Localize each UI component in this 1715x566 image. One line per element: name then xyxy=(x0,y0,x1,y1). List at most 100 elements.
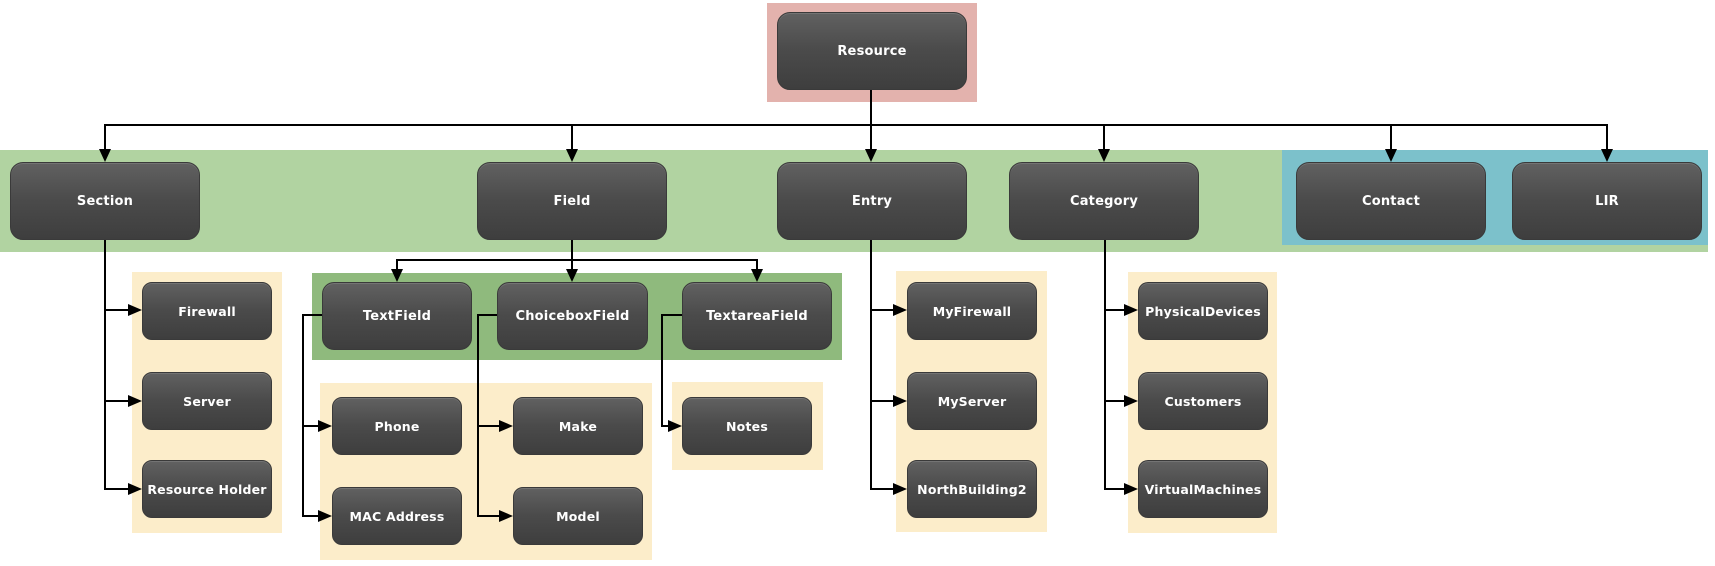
node-label: MyServer xyxy=(937,393,1007,409)
connector-line xyxy=(396,259,758,261)
connector-line xyxy=(571,126,573,150)
node-lir[interactable]: LIR xyxy=(1512,162,1702,240)
connector-line xyxy=(104,124,1608,126)
arrowhead-icon xyxy=(1385,149,1397,162)
arrowhead-icon xyxy=(566,149,578,162)
connector-line xyxy=(870,400,893,402)
node-section[interactable]: Section xyxy=(10,162,200,240)
node-label: MAC Address xyxy=(349,508,445,524)
node-label: Category xyxy=(1069,193,1139,209)
connector-line xyxy=(477,314,497,316)
node-myfirewall[interactable]: MyFirewall xyxy=(907,282,1037,340)
connector-line xyxy=(870,240,872,490)
node-label: ChoiceboxField xyxy=(515,308,630,324)
node-field[interactable]: Field xyxy=(477,162,667,240)
connector-line xyxy=(756,261,758,271)
arrowhead-icon xyxy=(318,510,332,522)
node-label: Firewall xyxy=(178,303,236,319)
node-label: TextField xyxy=(362,308,432,324)
arrowhead-icon xyxy=(499,420,513,432)
node-northbuilding2[interactable]: NorthBuilding2 xyxy=(907,460,1037,518)
arrowhead-icon xyxy=(1601,149,1613,162)
arrowhead-icon xyxy=(865,149,877,162)
connector-line xyxy=(302,314,322,316)
connector-line xyxy=(396,261,398,271)
connector-line xyxy=(1103,126,1105,150)
arrowhead-icon xyxy=(1124,483,1138,495)
node-label: Field xyxy=(553,193,591,209)
node-label: Resource xyxy=(837,43,907,59)
node-label: TextareaField xyxy=(706,308,808,324)
node-label: Customers xyxy=(1164,393,1242,409)
node-firewall[interactable]: Firewall xyxy=(142,282,272,340)
connector-line xyxy=(1606,126,1608,150)
arrowhead-icon xyxy=(499,510,513,522)
arrowhead-icon xyxy=(318,420,332,432)
arrowhead-icon xyxy=(391,269,403,282)
node-label: Contact xyxy=(1361,193,1421,209)
node-category[interactable]: Category xyxy=(1009,162,1199,240)
connector-line xyxy=(661,314,663,427)
connector-line xyxy=(870,488,893,490)
arrowhead-icon xyxy=(1124,304,1138,316)
connector-line xyxy=(870,90,872,126)
arrowhead-icon xyxy=(566,269,578,282)
node-textfield[interactable]: TextField xyxy=(322,282,472,350)
connector-line xyxy=(104,309,128,311)
connector-line xyxy=(870,126,872,150)
connector-line xyxy=(571,261,573,271)
node-label: Phone xyxy=(374,418,420,434)
node-label: Server xyxy=(183,393,231,409)
connector-line xyxy=(1104,240,1106,490)
connector-line xyxy=(477,425,499,427)
node-resource-holder[interactable]: Resource Holder xyxy=(142,460,272,518)
node-label: LIR xyxy=(1595,193,1619,209)
connector-line xyxy=(104,240,106,490)
arrowhead-icon xyxy=(128,304,142,316)
node-virtualmachines[interactable]: VirtualMachines xyxy=(1138,460,1268,518)
node-entry[interactable]: Entry xyxy=(777,162,967,240)
arrowhead-icon xyxy=(128,483,142,495)
arrowhead-icon xyxy=(1124,395,1138,407)
connector-line xyxy=(1104,488,1124,490)
connector-line xyxy=(104,488,128,490)
arrowhead-icon xyxy=(668,420,682,432)
node-mac-address[interactable]: MAC Address xyxy=(332,487,462,545)
connector-line xyxy=(661,314,682,316)
connector-line xyxy=(477,314,479,517)
connector-line xyxy=(1104,309,1124,311)
node-choiceboxfield[interactable]: ChoiceboxField xyxy=(497,282,648,350)
node-label: MyFirewall xyxy=(932,303,1012,319)
arrowhead-icon xyxy=(128,395,142,407)
node-label: PhysicalDevices xyxy=(1145,303,1261,319)
node-label: NorthBuilding2 xyxy=(917,481,1027,497)
node-server[interactable]: Server xyxy=(142,372,272,430)
connector-line xyxy=(1390,126,1392,150)
node-resource[interactable]: Resource xyxy=(777,12,967,90)
node-label: Make xyxy=(558,418,598,434)
connector-line xyxy=(1104,400,1124,402)
node-label: Section xyxy=(76,193,134,209)
node-textareafield[interactable]: TextareaField xyxy=(682,282,832,350)
connector-line xyxy=(571,240,573,260)
node-physicaldevices[interactable]: PhysicalDevices xyxy=(1138,282,1268,340)
node-make[interactable]: Make xyxy=(513,397,643,455)
arrowhead-icon xyxy=(893,395,907,407)
arrowhead-icon xyxy=(99,149,111,162)
node-notes[interactable]: Notes xyxy=(682,397,812,455)
arrowhead-icon xyxy=(1098,149,1110,162)
node-myserver[interactable]: MyServer xyxy=(907,372,1037,430)
node-label: Model xyxy=(556,508,600,524)
node-label: VirtualMachines xyxy=(1144,481,1262,497)
node-model[interactable]: Model xyxy=(513,487,643,545)
connector-line xyxy=(302,425,318,427)
connector-line xyxy=(870,309,893,311)
connector-line xyxy=(302,314,304,517)
node-contact[interactable]: Contact xyxy=(1296,162,1486,240)
arrowhead-icon xyxy=(893,483,907,495)
node-phone[interactable]: Phone xyxy=(332,397,462,455)
node-label: Notes xyxy=(726,418,768,434)
node-customers[interactable]: Customers xyxy=(1138,372,1268,430)
connector-line xyxy=(477,515,499,517)
